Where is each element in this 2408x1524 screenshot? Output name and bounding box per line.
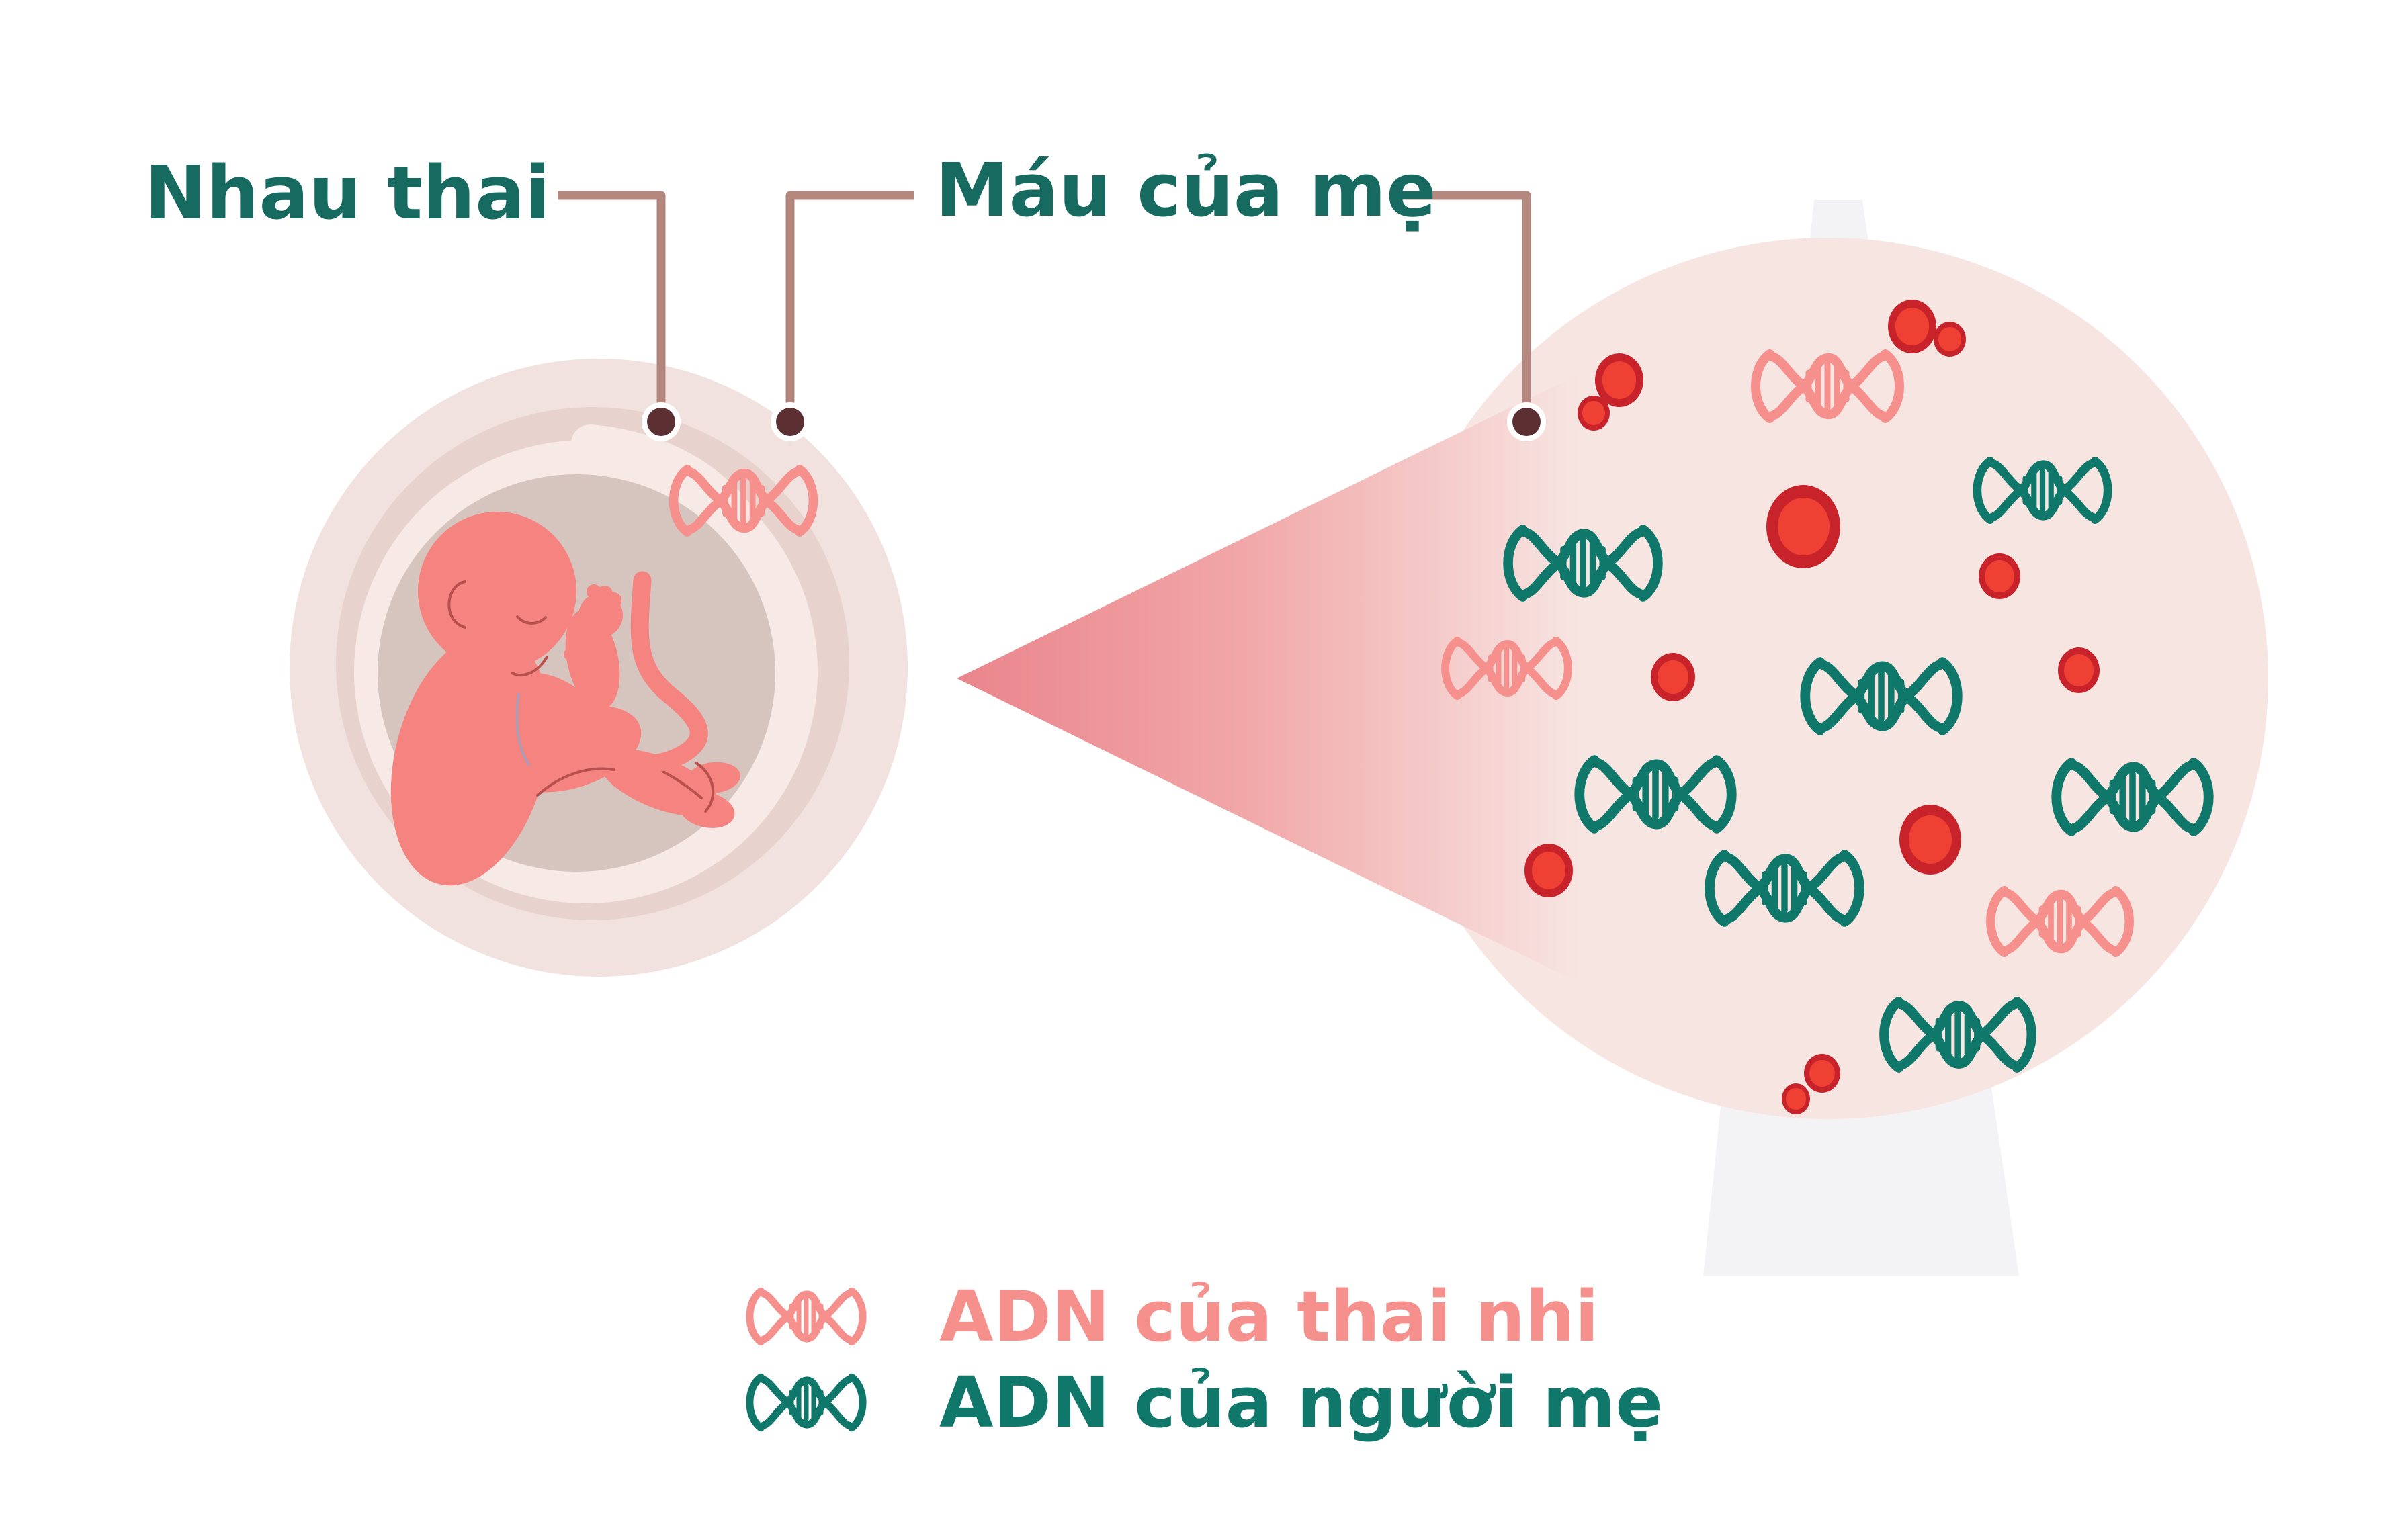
- magnifier-cone: [957, 373, 1580, 983]
- label-mother-blood: Máu của mẹ: [935, 147, 1436, 233]
- hip-line: [536, 767, 615, 797]
- legend-label-maternal-dna: ADN của người mẹ: [939, 1361, 1663, 1443]
- chest-line: [515, 692, 531, 766]
- ear-line: [447, 580, 466, 629]
- callout-line-placenta: [558, 191, 666, 406]
- maternal-dna-icon: [739, 1373, 873, 1432]
- legend-item-maternal-dna: ADN của người mẹ: [739, 1359, 1663, 1445]
- umbilical-cord: [597, 571, 708, 774]
- fetus: [390, 512, 740, 886]
- foot-line: [695, 762, 715, 813]
- legend-label-fetal-dna: ADN của thai nhi: [939, 1275, 1599, 1357]
- eye-line: [516, 615, 547, 625]
- callouts: [558, 191, 1531, 406]
- legend: ADN của thai nhi ADN của người mẹ: [739, 1273, 1663, 1445]
- legend-item-fetal-dna: ADN của thai nhi: [739, 1273, 1663, 1359]
- fetal-dna-icon: [739, 1287, 873, 1346]
- womb-illustration: [290, 359, 908, 977]
- callout-line-mother-blood-right: [1399, 191, 1531, 406]
- callout-dots: [642, 402, 1546, 441]
- callout-line-mother-blood-left: [785, 191, 914, 406]
- chin-line: [511, 656, 548, 676]
- label-placenta: Nhau thai: [144, 150, 551, 236]
